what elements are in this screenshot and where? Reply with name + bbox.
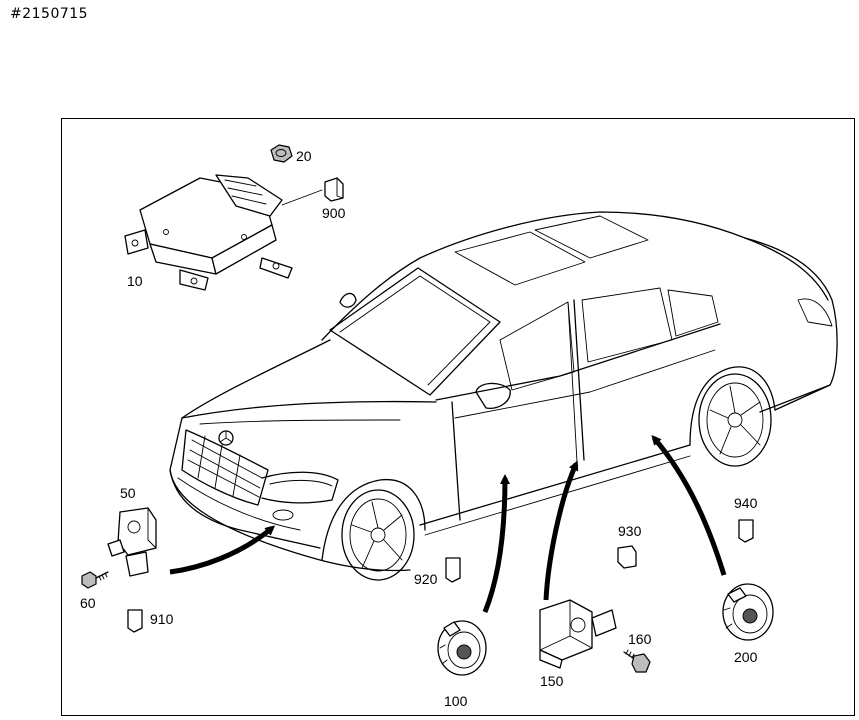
connector-920 bbox=[445, 557, 461, 583]
document-id: #2150715 bbox=[10, 6, 89, 22]
callout-50: 50 bbox=[120, 485, 136, 501]
connector-900 bbox=[324, 177, 344, 202]
callout-20: 20 bbox=[296, 148, 312, 164]
callout-900: 900 bbox=[322, 205, 346, 221]
nut-part bbox=[270, 144, 293, 163]
callout-100: 100 bbox=[444, 693, 468, 709]
bolt-60 bbox=[81, 571, 109, 589]
callout-920: 920 bbox=[414, 571, 438, 587]
callout-10: 10 bbox=[127, 273, 143, 289]
front-sensor-part bbox=[107, 507, 157, 577]
callout-60: 60 bbox=[80, 595, 96, 611]
rear-sensor-200 bbox=[722, 583, 774, 641]
bolt-160 bbox=[623, 649, 651, 673]
callout-200: 200 bbox=[734, 649, 758, 665]
callout-910: 910 bbox=[150, 611, 174, 627]
control-unit-part bbox=[124, 174, 323, 291]
vehicle-illustration bbox=[169, 211, 838, 581]
door-sensor-100 bbox=[437, 620, 487, 676]
direction-arrows bbox=[169, 434, 727, 613]
callout-940: 940 bbox=[734, 495, 758, 511]
connector-940 bbox=[738, 519, 754, 543]
connector-930 bbox=[617, 545, 637, 569]
pillar-sensor-150 bbox=[539, 599, 617, 669]
diagram-frame bbox=[61, 118, 855, 716]
callout-150: 150 bbox=[540, 673, 564, 689]
callout-160: 160 bbox=[628, 631, 652, 647]
callout-930: 930 bbox=[618, 523, 642, 539]
connector-910 bbox=[127, 609, 143, 633]
